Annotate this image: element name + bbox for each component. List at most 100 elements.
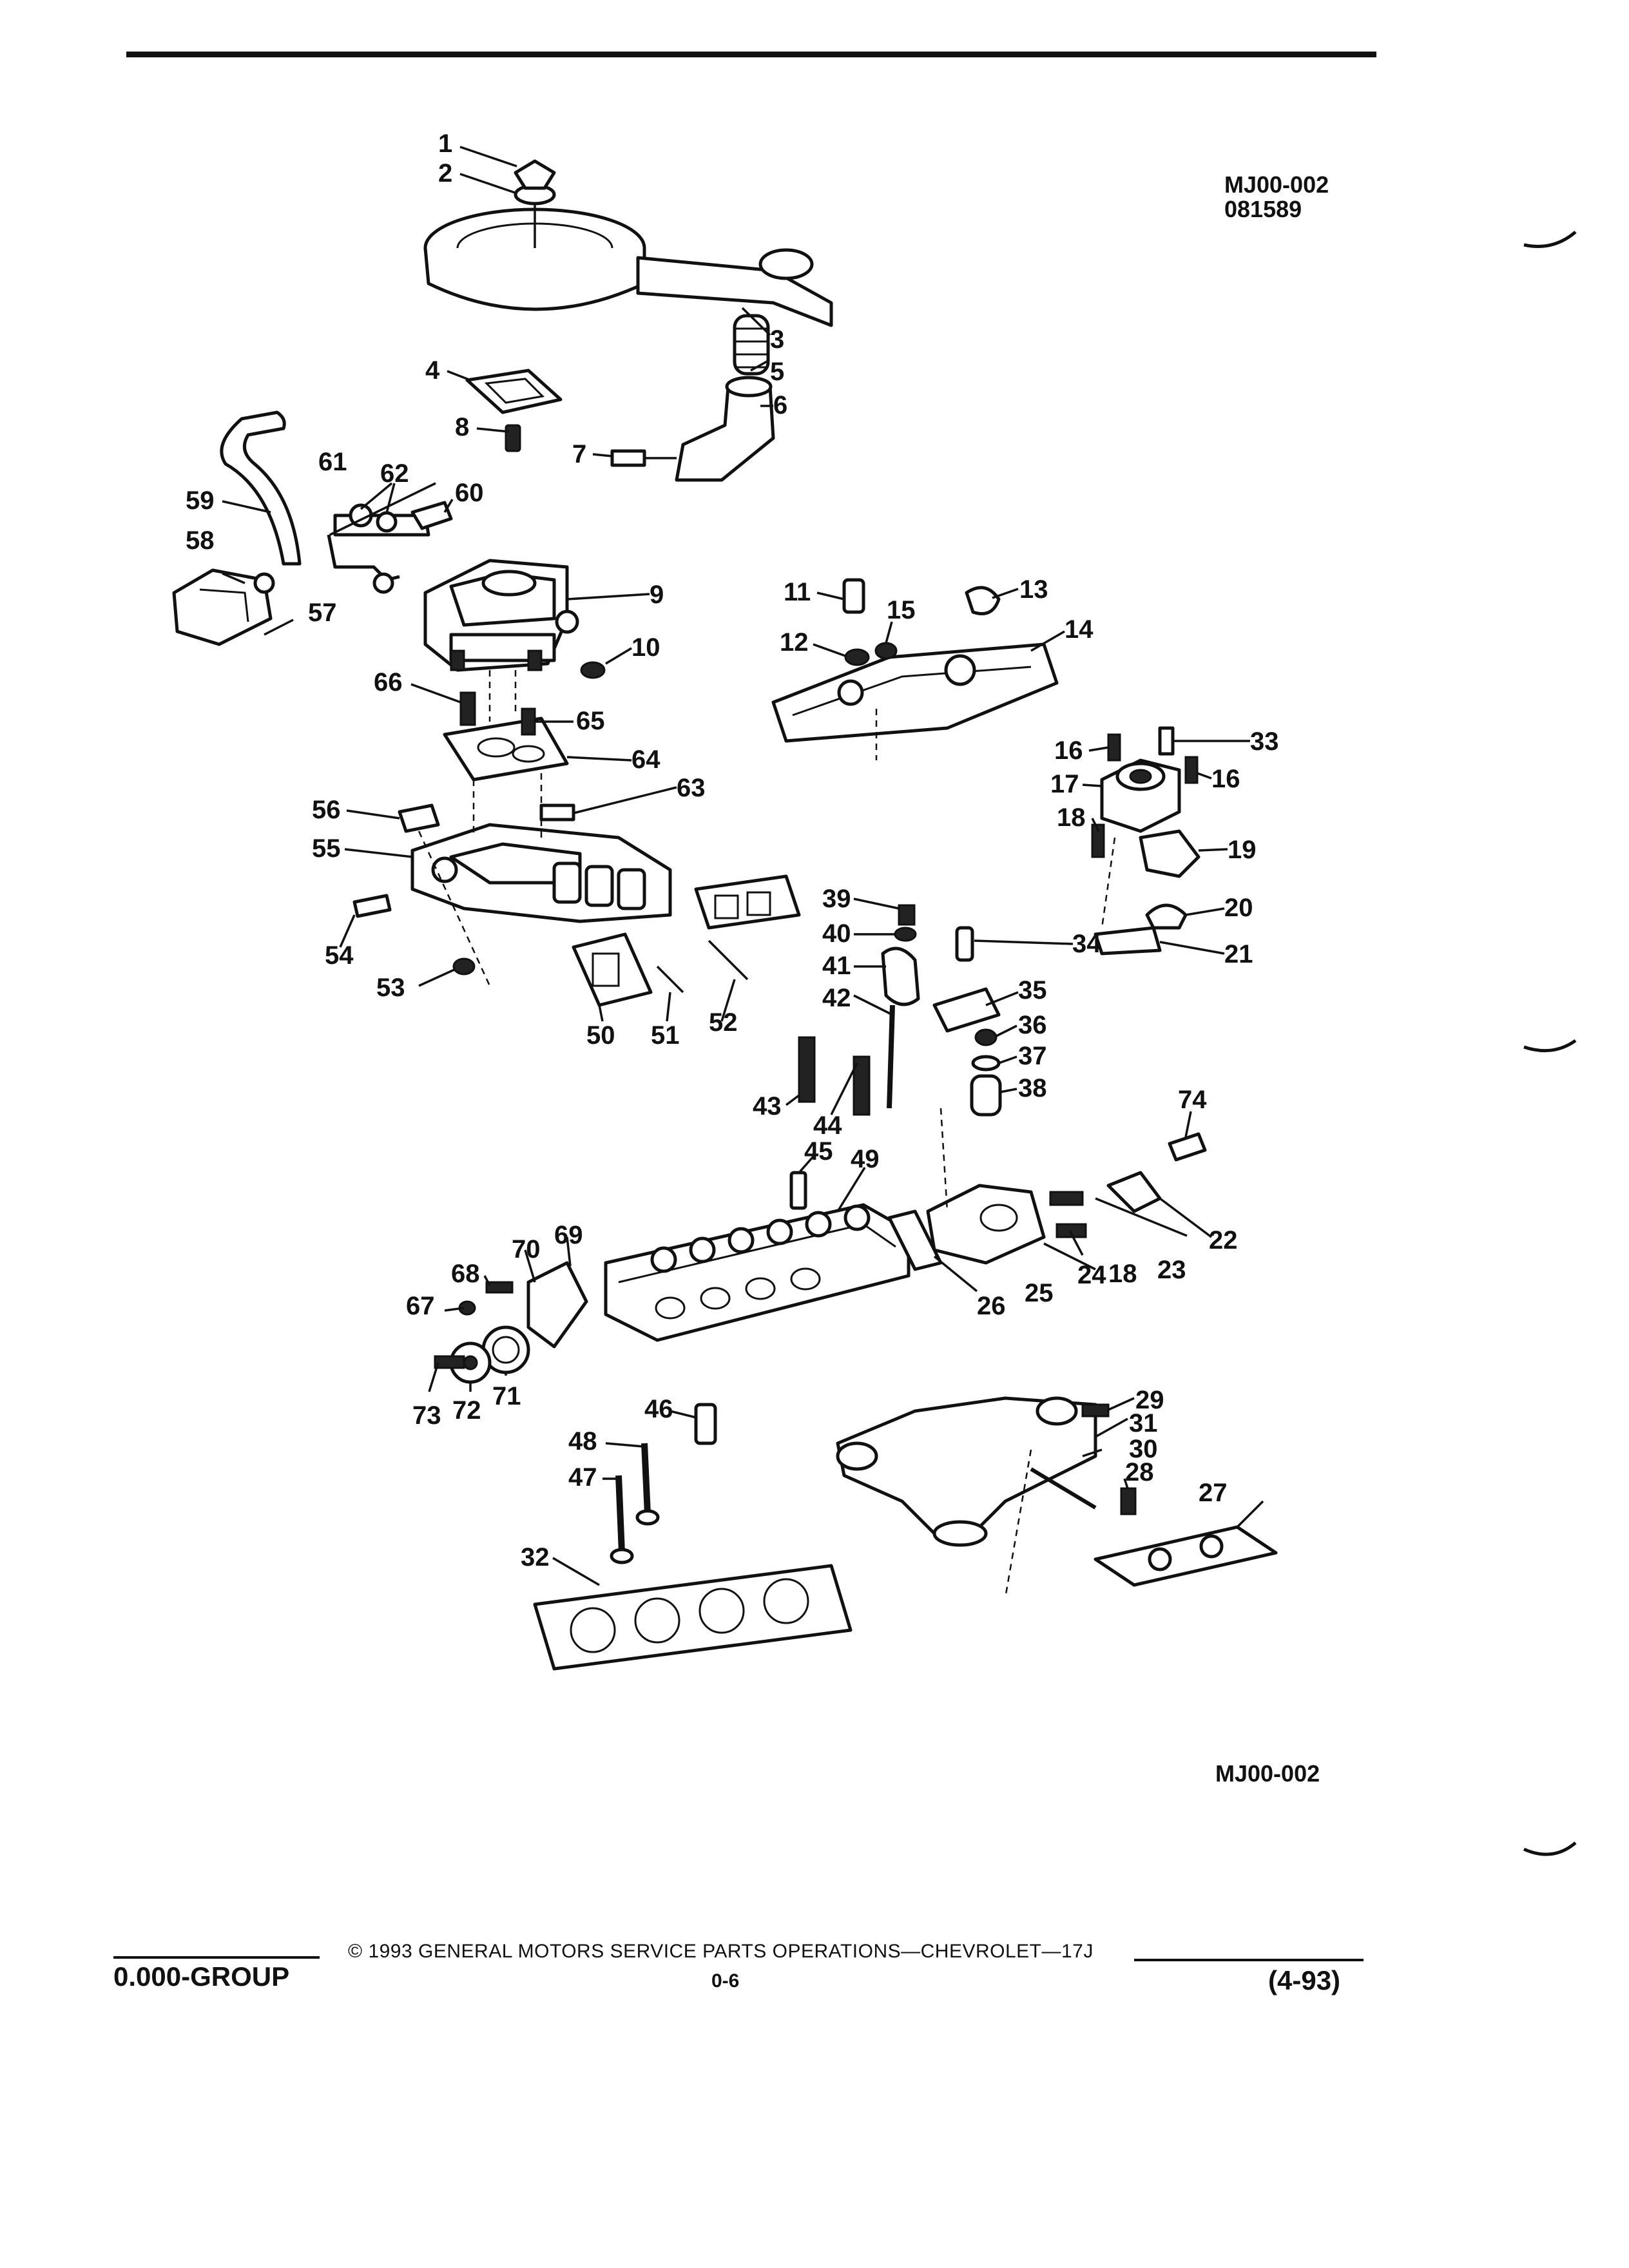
callout-13: 13 xyxy=(1019,575,1048,604)
head-bolts-43-44 xyxy=(798,1036,871,1116)
bolt-66 xyxy=(459,691,476,726)
callout-37: 37 xyxy=(1018,1042,1047,1070)
callout-51: 51 xyxy=(651,1021,680,1050)
callout-12: 12 xyxy=(780,628,809,657)
gasket-4 xyxy=(465,369,563,414)
top-rule xyxy=(126,52,1376,57)
pushrod-42 xyxy=(887,1004,895,1109)
callout-39: 39 xyxy=(822,885,851,913)
grommet-12 xyxy=(844,648,870,666)
exhaust-flange-25 xyxy=(926,1184,1046,1265)
callout-42: 42 xyxy=(822,984,851,1012)
gasket-21 xyxy=(1094,926,1162,956)
fittings-22-24 xyxy=(1049,1171,1162,1238)
callout-10: 10 xyxy=(631,633,660,662)
callout-16a: 16 xyxy=(1054,736,1083,765)
callout-49: 49 xyxy=(851,1145,880,1173)
callout-65: 65 xyxy=(576,707,605,735)
valve-48 xyxy=(635,1443,660,1526)
callout-50: 50 xyxy=(586,1021,615,1050)
callout-62: 62 xyxy=(380,459,409,488)
callout-61: 61 xyxy=(318,448,347,476)
exhaust-manifold-31 xyxy=(836,1396,1097,1547)
callout-31: 31 xyxy=(1129,1409,1158,1437)
intake-gasket-50 xyxy=(572,932,653,1007)
callout-71: 71 xyxy=(492,1382,521,1410)
callout-68: 68 xyxy=(451,1260,480,1288)
callout-43: 43 xyxy=(753,1092,782,1120)
callout-23: 23 xyxy=(1157,1256,1186,1284)
callout-35: 35 xyxy=(1018,976,1047,1004)
plug-53 xyxy=(452,957,476,975)
scan-mark-1 xyxy=(1523,231,1577,248)
callout-18b: 18 xyxy=(1108,1260,1137,1288)
callout-55: 55 xyxy=(312,834,341,863)
callout-11: 11 xyxy=(784,578,811,606)
head-gasket-32 xyxy=(533,1564,853,1671)
callout-69: 69 xyxy=(554,1221,583,1249)
map-sensor-58 xyxy=(172,568,275,646)
callout-60: 60 xyxy=(455,479,484,507)
callout-47: 47 xyxy=(568,1463,597,1492)
callout-7: 7 xyxy=(572,440,586,468)
callout-72: 72 xyxy=(452,1396,481,1425)
callout-24: 24 xyxy=(1077,1261,1106,1289)
carburetor-spacer-64 xyxy=(443,716,569,782)
studs-51-52 xyxy=(656,939,749,994)
callout-17: 17 xyxy=(1050,770,1079,798)
nut-10 xyxy=(580,661,606,679)
scan-mark-2 xyxy=(1523,1039,1577,1053)
bracket-70 xyxy=(526,1261,588,1349)
callout-44: 44 xyxy=(813,1111,842,1140)
footer-rule-left xyxy=(113,1956,320,1959)
callout-48: 48 xyxy=(568,1427,597,1456)
callout-57: 57 xyxy=(308,599,337,627)
callout-40: 40 xyxy=(822,919,851,948)
callout-58: 58 xyxy=(186,526,215,555)
callout-9: 9 xyxy=(650,581,664,609)
stud-63 xyxy=(539,803,575,822)
vacuum-hose-59 xyxy=(220,410,302,566)
callout-63: 63 xyxy=(677,774,706,802)
callout-66: 66 xyxy=(374,668,403,697)
sensor-33 xyxy=(1158,726,1175,756)
carburetor-9 xyxy=(423,559,579,672)
callout-8: 8 xyxy=(455,413,469,441)
callout-45: 45 xyxy=(804,1137,833,1166)
callout-25: 25 xyxy=(1025,1279,1054,1307)
egr-pipe-60-62 xyxy=(327,501,453,594)
bolt-65 xyxy=(521,707,536,736)
intake-gasket-52 xyxy=(694,874,801,930)
reference-date: 081589 xyxy=(1224,196,1302,222)
callout-4: 4 xyxy=(425,356,440,385)
footer-copyright: © 1993 GENERAL MOTORS SERVICE PARTS OPER… xyxy=(348,1941,1094,1962)
hose-3-5-6 xyxy=(610,314,775,482)
sensor-45 xyxy=(789,1171,807,1210)
thermostat-housing-17 xyxy=(1100,758,1181,833)
callout-56: 56 xyxy=(312,796,341,824)
bolts-16-18 xyxy=(1091,733,1199,858)
pcv-valve-11 xyxy=(842,578,865,614)
valve-guide-46 xyxy=(694,1403,717,1445)
callout-21: 21 xyxy=(1224,940,1253,968)
footer-group: 0.000-GROUP xyxy=(113,1961,290,1992)
footer-page-number: 0-6 xyxy=(711,1970,740,1992)
callout-46: 46 xyxy=(644,1395,673,1423)
bracket-27 xyxy=(1094,1525,1278,1587)
callout-30: 30 xyxy=(1129,1435,1158,1463)
callout-74: 74 xyxy=(1178,1086,1207,1114)
water-outlet-19 xyxy=(1139,829,1200,878)
callout-53: 53 xyxy=(376,974,405,1002)
cylinder-head-49 xyxy=(604,1203,911,1342)
callout-32: 32 xyxy=(521,1543,550,1571)
fitting-74 xyxy=(1168,1132,1207,1162)
callout-20: 20 xyxy=(1224,894,1253,922)
bolts-28-30 xyxy=(1030,1403,1137,1515)
callout-28: 28 xyxy=(1125,1458,1154,1486)
callout-36: 36 xyxy=(1018,1011,1047,1039)
callout-67: 67 xyxy=(406,1292,435,1320)
scan-mark-3 xyxy=(1523,1841,1577,1856)
callout-1: 1 xyxy=(438,130,452,158)
callout-22: 22 xyxy=(1209,1226,1238,1254)
